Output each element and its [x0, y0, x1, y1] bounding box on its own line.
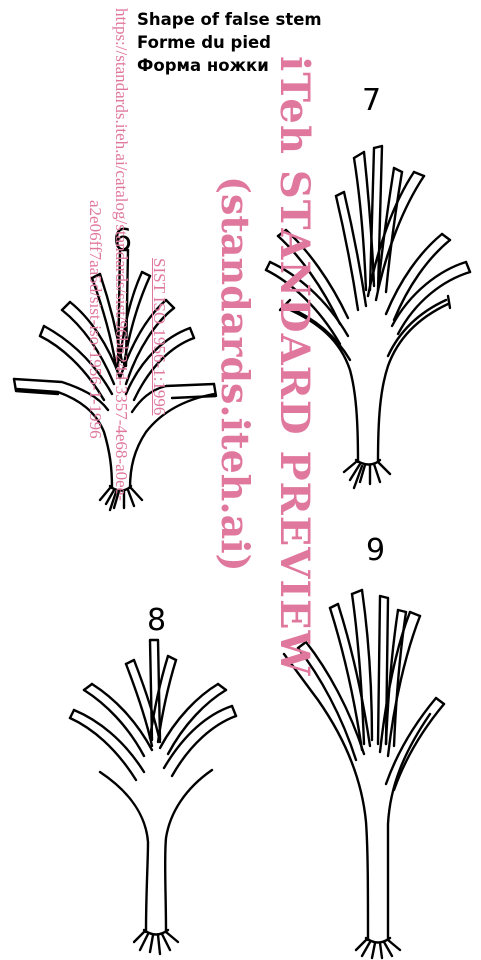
watermark-title: iTeh STANDARD PREVIEW: [271, 56, 318, 676]
watermark-standard-number: SIST ISO 1956-1:1996: [150, 258, 168, 415]
watermark-url-line-2: a2e06ff7aa5d/sist-iso-1956-1-1996: [86, 200, 104, 439]
watermark-url-line-1: https://standards.iteh.ai/catalog/standa…: [112, 8, 130, 501]
watermark-site: (standards.iteh.ai): [213, 176, 258, 572]
plant-drawing-8: [70, 640, 236, 954]
